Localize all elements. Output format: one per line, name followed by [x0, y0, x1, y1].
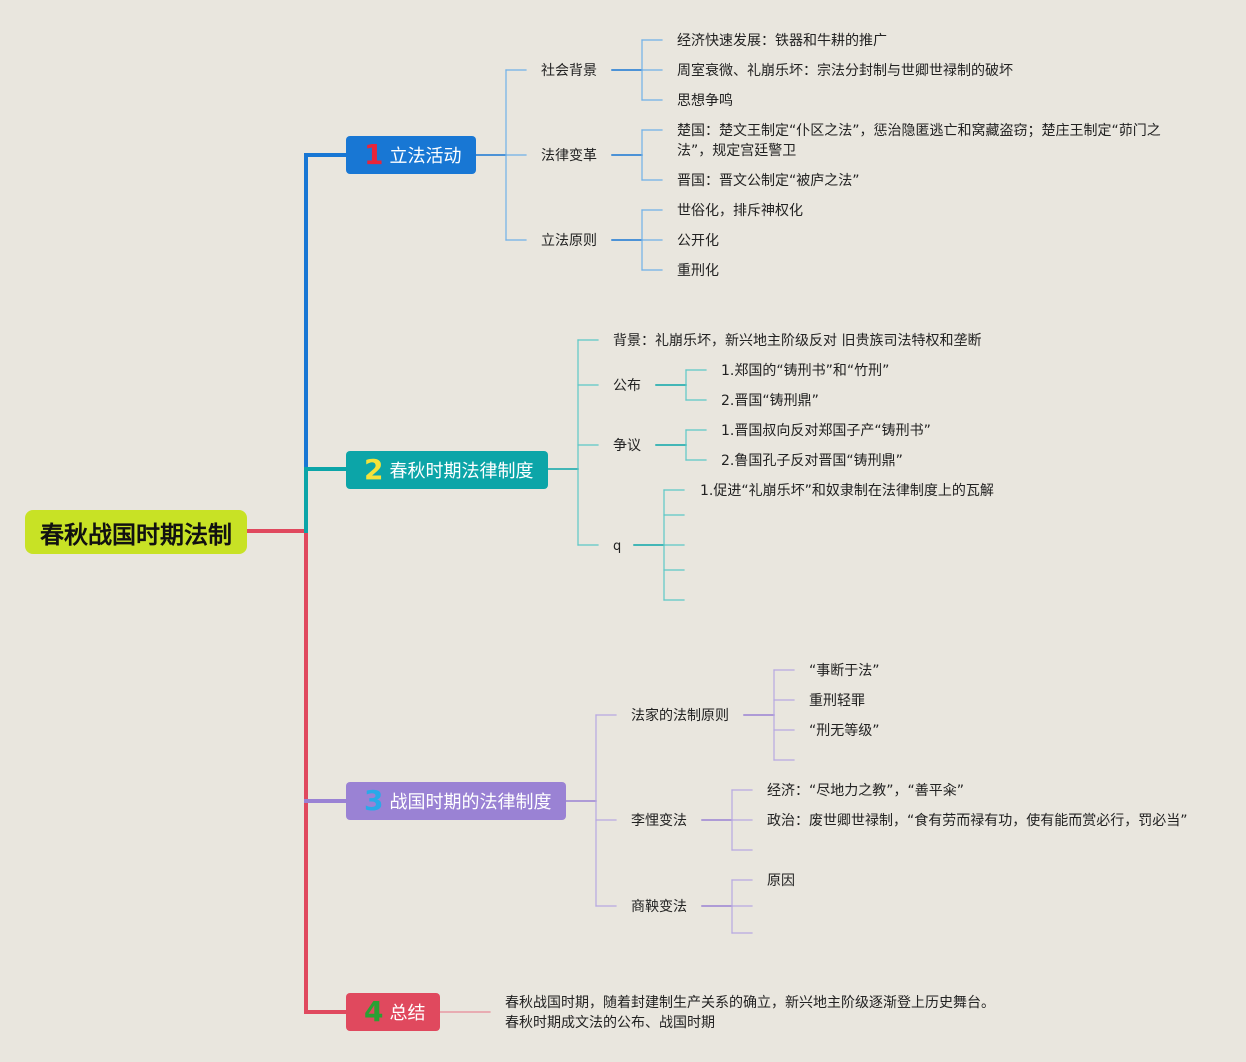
leaf-confucius[interactable]: 2.鲁国孔子反对晋国“铸刑鼎” — [721, 453, 903, 469]
branch-3-title: 战国时期的法律制度 — [389, 792, 552, 813]
leaf-thought[interactable]: 思想争鸣 — [677, 93, 733, 109]
branch-2-node[interactable]: 2 春秋时期法律制度 — [346, 451, 548, 489]
node-shang-yang-reform[interactable]: 商鞅变法 — [631, 899, 687, 915]
branch-1-number: 1 — [364, 138, 384, 171]
branch-2-number: 2 — [364, 453, 384, 486]
leaf-chu[interactable]: 楚国：楚文王制定“仆区之法”，惩治隐匿逃亡和窝藏盗窃；楚庄王制定“茆门之法”，规… — [677, 123, 1161, 159]
branch-1-node[interactable]: 1 立法活动 — [346, 136, 476, 174]
node-legalist-principles[interactable]: 法家的法制原则 — [631, 708, 729, 724]
branch-2-title: 春秋时期法律制度 — [389, 461, 534, 482]
branch-4-title: 总结 — [389, 1003, 426, 1024]
root-node[interactable]: 春秋战国时期法制 — [25, 510, 247, 554]
leaf-li-kui-politics[interactable]: 政治：废世卿世禄制，“食有劳而禄有功，使有能而赏必行，罚必当” — [767, 813, 1188, 829]
leaf-reason[interactable]: 原因 — [767, 873, 795, 889]
leaf-public[interactable]: 公开化 — [677, 233, 719, 249]
node-legal-reform[interactable]: 法律变革 — [541, 148, 597, 164]
leaf-secular[interactable]: 世俗化，排斥神权化 — [677, 203, 803, 219]
branch-1-title: 立法活动 — [389, 146, 462, 167]
leaf-jin-xingding[interactable]: 2.晋国“铸刑鼎” — [721, 393, 819, 409]
node-social-background[interactable]: 社会背景 — [541, 63, 597, 79]
summary-line-2[interactable]: 春秋时期成文法的公布、战国时期 — [505, 1015, 715, 1031]
node-legislative-principles[interactable]: 立法原则 — [541, 233, 597, 249]
branch-4-node[interactable]: 4 总结 — [346, 993, 440, 1031]
leaf-li-kui-economy[interactable]: 经济：“尽地力之教”，“善平籴” — [767, 783, 965, 799]
leaf-heavy-penalty[interactable]: 重刑化 — [677, 263, 719, 279]
node-q[interactable]: q — [613, 539, 622, 554]
leaf-heavy-light[interactable]: 重刑轻罪 — [809, 693, 865, 709]
branch-3-number: 3 — [364, 784, 384, 817]
branch-3-node[interactable]: 3 战国时期的法律制度 — [346, 782, 566, 820]
leaf-jin[interactable]: 晋国：晋文公制定“被庐之法” — [677, 173, 860, 189]
node-spring-autumn-background[interactable]: 背景：礼崩乐坏，新兴地主阶级反对 旧贵族司法特权和垄断 — [613, 333, 982, 349]
node-controversy[interactable]: 争议 — [613, 438, 641, 454]
leaf-zhou-decline[interactable]: 周室衰微、礼崩乐坏：宗法分封制与世卿世禄制的破坏 — [677, 63, 1013, 79]
leaf-collapse[interactable]: 1.促进“礼崩乐坏”和奴隶制在法律制度上的瓦解 — [700, 483, 994, 499]
leaf-law-decides[interactable]: “事断于法” — [809, 663, 880, 679]
leaf-shuxiang[interactable]: 1.晋国叔向反对郑国子产“铸刑书” — [721, 423, 931, 439]
node-li-kui-reform[interactable]: 李悝变法 — [631, 813, 687, 829]
leaf-no-rank[interactable]: “刑无等级” — [809, 723, 880, 739]
node-publication[interactable]: 公布 — [613, 378, 641, 394]
branch-4-number: 4 — [364, 995, 384, 1028]
leaf-zheng-xingshu[interactable]: 1.郑国的“铸刑书”和“竹刑” — [721, 363, 890, 379]
root-title: 春秋战国时期法制 — [40, 520, 232, 549]
leaf-economy[interactable]: 经济快速发展：铁器和牛耕的推广 — [677, 33, 887, 49]
summary-line-1[interactable]: 春秋战国时期，随着封建制生产关系的确立，新兴地主阶级逐渐登上历史舞台。 — [505, 995, 995, 1011]
